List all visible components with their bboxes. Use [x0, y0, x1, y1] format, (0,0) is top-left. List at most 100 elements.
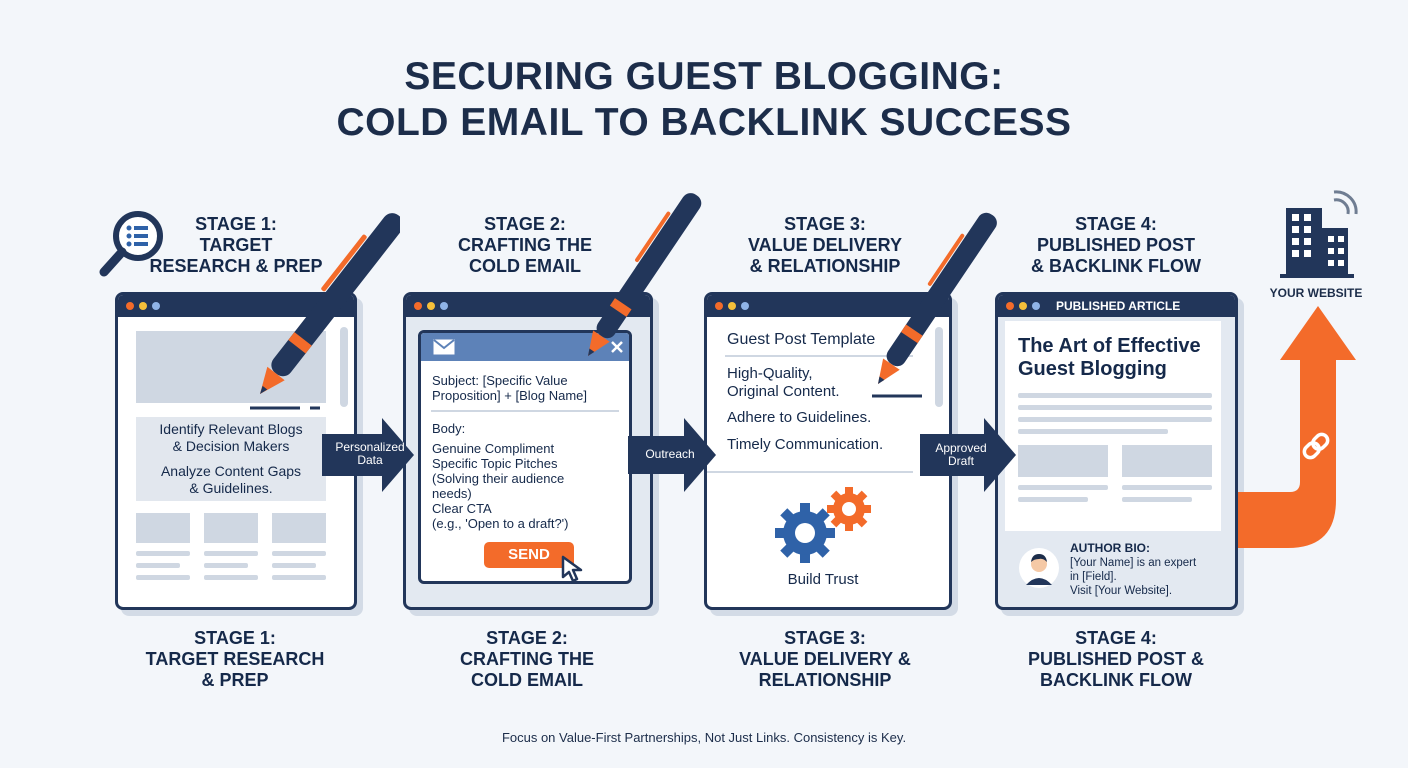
template-item-quality: High-Quality, Original Content. — [727, 365, 840, 401]
stage-1-heading-line: STAGE 1: — [195, 214, 277, 234]
close-icon[interactable] — [611, 341, 623, 353]
template-line: Original Content. — [727, 383, 840, 400]
stage-4-footer: STAGE 4: PUBLISHED POST & BACKLINK FLOW — [996, 628, 1236, 691]
thumb-placeholder — [1018, 445, 1108, 477]
arrow-label-line: Data — [357, 453, 383, 467]
email-body-line: Clear CTA — [432, 501, 492, 516]
window-scrollbar[interactable] — [340, 327, 348, 407]
article-title-line: The Art of Effective — [1018, 335, 1201, 357]
text-line — [1018, 417, 1212, 422]
window-title-bar — [707, 295, 949, 317]
stage-1-heading: STAGE 1: TARGET RESEARCH & PREP — [126, 214, 346, 277]
text-line — [1018, 485, 1108, 490]
research-item-identify: Identify Relevant Blogs & Decision Maker… — [136, 421, 326, 455]
author-bio-line[interactable]: Visit [Your Website]. — [1070, 585, 1173, 597]
stage-4-heading-line: PUBLISHED POST — [1036, 235, 1196, 255]
stage-4-footer-line: BACKLINK FLOW — [1040, 670, 1192, 690]
arrow-label-outreach: Outreach — [645, 447, 695, 461]
page-title-line-2: COLD EMAIL TO BACKLINK SUCCESS — [336, 101, 1072, 144]
text-line — [204, 563, 248, 568]
pen-icon — [872, 212, 997, 398]
thumb-placeholder — [1122, 445, 1212, 477]
link-icon — [1302, 432, 1330, 460]
email-subject[interactable]: Subject: [Specific Value Proposition] + … — [432, 373, 587, 403]
footer-note: Focus on Value-First Partnerships, Not J… — [501, 730, 907, 745]
text-line — [204, 575, 258, 580]
stage-3-footer-line: VALUE DELIVERY & — [739, 649, 911, 669]
flow-arrow-1 — [322, 418, 414, 492]
avatar-icon — [1019, 548, 1059, 588]
thumb-placeholder — [272, 513, 326, 543]
stage-1-footer-line: & PREP — [201, 670, 269, 690]
email-subject-line: Proposition] + [Blog Name] — [432, 388, 587, 403]
stage-3-heading: STAGE 3: VALUE DELIVERY & RELATIONSHIP — [715, 214, 935, 277]
arrow-label-line: Approved — [935, 441, 987, 455]
author-bio-line: in [Field]. — [1070, 571, 1117, 583]
article-page — [1005, 321, 1221, 531]
stage-3-footer-line: STAGE 3: — [784, 628, 866, 648]
window-title-bar: PUBLISHED ARTICLE — [998, 295, 1235, 317]
template-title: Guest Post Template — [727, 331, 876, 348]
page-title-line-1: SECURING GUEST BLOGGING: — [404, 55, 1004, 98]
text-line — [1018, 393, 1212, 398]
article-title[interactable]: The Art of Effective Guest Blogging — [1018, 335, 1201, 381]
gears-icon — [775, 487, 871, 563]
window-title-bar — [118, 295, 354, 317]
stage-2-footer-line: CRAFTING THE — [460, 649, 594, 669]
stage-1-footer-line: STAGE 1: — [194, 628, 276, 648]
arrow-label-personalized-data: Personalized Data — [326, 441, 414, 467]
envelope-icon — [433, 339, 455, 355]
pen-icon — [250, 213, 400, 410]
stage-4-window: PUBLISHED ARTICLE The Art of Effective G… — [995, 292, 1238, 610]
building-icon — [1280, 208, 1354, 278]
text-line — [136, 551, 190, 556]
research-line: & Decision Makers — [172, 438, 290, 454]
text-line — [1018, 429, 1168, 434]
stage-2-heading-line: CRAFTING THE — [458, 235, 592, 255]
email-body-line: (e.g., 'Open to a draft?') — [432, 516, 569, 531]
email-subject-line: Subject: [Specific Value — [432, 373, 568, 388]
arrow-label-line: Personalized — [335, 440, 405, 454]
build-trust-label: Build Trust — [787, 571, 859, 588]
stage-1-heading-line: TARGET — [199, 235, 273, 255]
divider — [725, 355, 913, 357]
stage-2-heading-line: STAGE 2: — [484, 214, 566, 234]
text-line — [1122, 485, 1212, 490]
flow-arrow-3 — [920, 418, 1016, 492]
text-line — [204, 551, 258, 556]
research-line: & Guidelines. — [189, 480, 273, 496]
author-bio-label: AUTHOR BIO: — [1070, 541, 1150, 555]
stage-1-footer-line: TARGET RESEARCH — [145, 649, 325, 669]
stage-3-footer-line: RELATIONSHIP — [758, 670, 892, 690]
stage-2-heading: STAGE 2: CRAFTING THE COLD EMAIL — [415, 214, 635, 277]
flow-arrow-2 — [628, 418, 716, 492]
text-line — [272, 551, 326, 556]
arrow-label-approved-draft: Approved Draft — [924, 442, 998, 468]
magnifier-list-icon — [99, 211, 163, 277]
email-body-line: Genuine Compliment — [432, 441, 555, 456]
stage-2-footer-line: STAGE 2: — [486, 628, 568, 648]
research-line: Identify Relevant Blogs — [159, 421, 303, 437]
email-body-line: (Solving their audience — [432, 471, 565, 486]
thumb-placeholder — [136, 513, 190, 543]
stage-1-heading-line: RESEARCH & PREP — [149, 256, 323, 276]
text-line — [1122, 497, 1192, 502]
stage-2-footer: STAGE 2: CRAFTING THE COLD EMAIL — [407, 628, 647, 691]
send-button[interactable]: SEND — [484, 542, 574, 568]
text-line — [272, 563, 316, 568]
stage-4-heading-line: STAGE 4: — [1075, 214, 1157, 234]
stage-4-heading-line: & BACKLINK FLOW — [1031, 256, 1201, 276]
template-line: High-Quality, — [727, 365, 813, 382]
email-body[interactable]: Genuine Compliment Specific Topic Pitche… — [432, 441, 568, 531]
wifi-icon — [1333, 190, 1358, 215]
stage-3-heading-line: & RELATIONSHIP — [749, 256, 901, 276]
stage-4-footer-line: PUBLISHED POST & — [1027, 649, 1205, 669]
stage-4-footer-line: STAGE 4: — [1075, 628, 1157, 648]
stage-3-footer: STAGE 3: VALUE DELIVERY & RELATIONSHIP — [705, 628, 945, 691]
window-scrollbar[interactable] — [935, 327, 943, 407]
cursor-icon — [561, 555, 583, 581]
your-website-label: YOUR WEBSITE — [1269, 286, 1363, 300]
text-line — [1018, 497, 1088, 502]
stage-3-heading-line: STAGE 3: — [784, 214, 866, 234]
article-title-line: Guest Blogging — [1018, 358, 1167, 380]
